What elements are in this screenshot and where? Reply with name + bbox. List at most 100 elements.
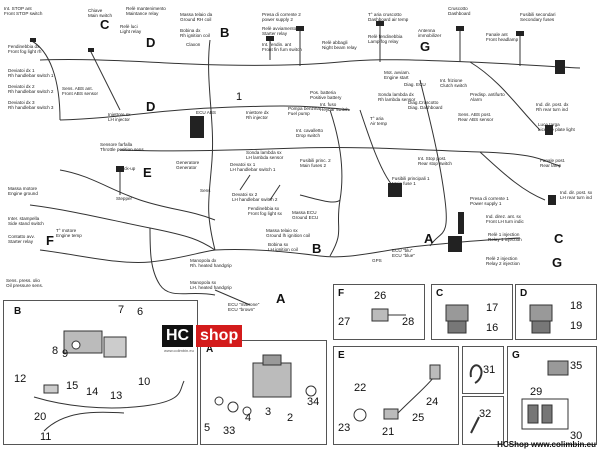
connector-letter: F: [46, 233, 54, 248]
component-label-en: immobilizer: [418, 33, 442, 38]
component-label-en: LH handlebar switch 2: [232, 197, 278, 202]
panel-b-num: 20: [34, 411, 47, 423]
component-label-it: Sens. ABS post.: [458, 112, 492, 117]
component-label-en: Diag. Dashboard: [408, 105, 443, 110]
connector-letter: B: [312, 241, 322, 256]
component-label-en: Front ABS sensor: [62, 91, 99, 96]
panel-e-num: 24: [426, 396, 439, 408]
component-label-it: Presa di corrente 1: [470, 196, 509, 201]
clip-31-drawing: [469, 364, 483, 384]
panel-a-letter: A: [206, 344, 214, 355]
panel-a-drawing: [214, 354, 317, 416]
panel-b-num: 15: [66, 380, 79, 392]
component-label-it: Sensore farfalla: [100, 142, 133, 147]
component-label-it: Pick-up: [120, 166, 136, 171]
panel-f: F 26 27 28: [333, 284, 425, 340]
panel-b: B 7 6 8 9 12 15 14 13 10 20 11: [3, 300, 198, 445]
component-label-en: Front fog light sx: [248, 211, 282, 216]
component-label-en: Rh handlebar switch 2: [8, 89, 54, 94]
component-label-en: ECU "brown": [228, 307, 255, 312]
component-label-en: Front STOP switch: [4, 11, 43, 16]
component-label: Sens. ABS ant.Front ABS sensor: [62, 86, 98, 96]
component-label-it: T° motore: [56, 228, 77, 233]
component-label-it: Diag. ECU: [404, 82, 426, 87]
panel-b-num: 6: [137, 306, 144, 318]
component-label-en: Rh rear turn ind: [536, 107, 568, 112]
component-label-en: Dashboard: [448, 11, 471, 16]
component-label-en: Front fog light rh: [8, 49, 42, 54]
panel-a-num: 33: [223, 425, 236, 437]
component-label-it: Contatto avv.: [8, 234, 35, 239]
panel-e-drawing: [353, 364, 441, 422]
component-label-it: Iniettore sx: [108, 112, 131, 117]
component-label-en: Power supply 1: [470, 201, 502, 206]
panel-e-num: 22: [354, 382, 367, 394]
component-label-it: ECU "blu": [392, 248, 413, 253]
component-label-en: Rear lamp: [540, 163, 562, 168]
panel-misc-31: 31: [462, 346, 504, 394]
component-label-it: Predisp. antifurto: [470, 92, 505, 97]
component-label-it: ECU "marrone": [228, 302, 260, 307]
component-label-en: Rh ignition coil: [180, 33, 210, 38]
component-label-it: Presa di corrente 2: [262, 12, 301, 17]
component-label-en: Clutch switch: [440, 83, 468, 88]
component-label-en: Ground ECU: [292, 215, 319, 220]
connector-letter: E: [143, 165, 152, 180]
component-label-en: Rear stop switch: [418, 161, 452, 166]
component-label-it: Massa motore: [8, 186, 38, 191]
connector-letter: A: [276, 291, 286, 306]
panel-b-num: 13: [110, 390, 123, 402]
panel-misc-32: 32: [462, 396, 504, 445]
component-label-it: Massa ECU: [292, 210, 317, 215]
component-label-it: Cruscotto: [448, 6, 468, 11]
component-label-it: Sens. press. olio: [6, 278, 40, 283]
component-label-en: Alarm: [470, 97, 482, 102]
component-label: Fanale post.Rear lamp: [540, 158, 565, 168]
connector-letter: A: [424, 231, 434, 246]
component-label-en: Rh injector: [246, 115, 268, 120]
misc-num: 31: [483, 364, 496, 376]
component-label-en: LH handlebar switch 1: [230, 167, 276, 172]
component-label-en: LH. heated handgrip: [190, 285, 232, 290]
component-label-it: Ind. dir. post. dx: [536, 102, 569, 107]
panel-d-letter: D: [520, 288, 528, 299]
component-label-it: Relè avviamento: [262, 26, 297, 31]
component-label-it: Relè 2 injection: [486, 256, 518, 261]
component-label-it: Deviatoi dx 2: [8, 84, 35, 89]
connector-letter: C: [100, 17, 110, 32]
connector-letter: B: [220, 25, 230, 40]
component-label-en: Drop switch: [296, 133, 320, 138]
component-label-en: Heybar switch: [320, 107, 349, 112]
component-label-it: Fusibili principali 1: [392, 176, 430, 181]
component-label-en: Maintance relay: [126, 11, 159, 16]
component-label-it: Sens: [200, 188, 211, 193]
callout-number: 1: [236, 91, 243, 103]
connector-letter: G: [420, 39, 431, 54]
panel-g-drawing: [521, 360, 569, 430]
panel-g-letter: G: [512, 350, 520, 361]
component-label-it: Sonda lambda dx: [378, 92, 414, 97]
component-label-it: Relè mantenimento: [126, 6, 166, 11]
panel-a-num: 4: [245, 412, 252, 424]
panel-a-num: 5: [204, 422, 211, 434]
component-label-it: Fendinebbia sx: [248, 206, 280, 211]
component-label-it: Sens. ABS ant.: [62, 86, 93, 91]
